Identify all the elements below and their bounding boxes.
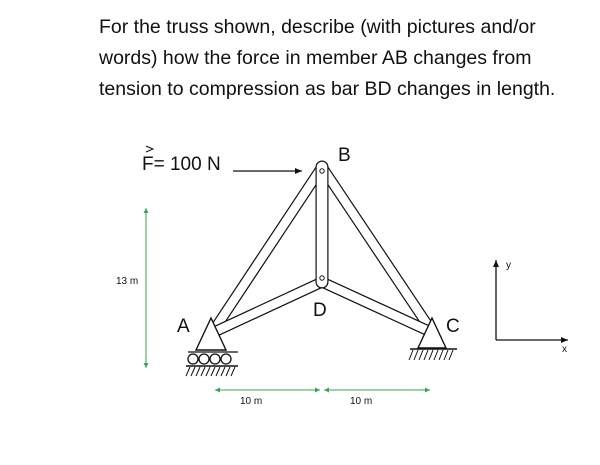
question-line-1: For the truss shown, describe (with pict… [99, 16, 536, 38]
span-left-label: 10 m [240, 396, 262, 407]
force-label: F= 100 N [142, 154, 221, 175]
roller-icon [209, 353, 221, 365]
roller-icon [220, 353, 232, 365]
member-ad [206, 276, 328, 339]
member-dc [316, 276, 439, 339]
roller-support-a [185, 316, 238, 377]
roller-icon [198, 353, 210, 365]
node-label-b: B [338, 145, 351, 166]
span-dimension: 10 m 10 m [215, 387, 430, 407]
vector-arrow-icon [145, 145, 155, 153]
height-label: 13 m [116, 276, 138, 287]
x-axis-label: x [562, 344, 567, 355]
question-line-2: words) how the force in member AB change… [99, 47, 532, 69]
member-bc [316, 161, 439, 339]
roller-icon [187, 353, 199, 365]
y-axis-label: y [506, 260, 511, 271]
node-label-a: A [177, 316, 190, 337]
question-text: For the truss shown, describe (with pict… [99, 12, 594, 105]
span-right-label: 10 m [350, 396, 372, 407]
truss-members [206, 160, 439, 339]
node-label-c: C [446, 316, 460, 337]
member-ab [206, 161, 328, 339]
height-dimension: 13 m [116, 208, 149, 368]
force-arrow: F= 100 N [142, 145, 302, 175]
pin-support-c [408, 316, 457, 361]
question-line-3: tension to compression as bar BD changes… [99, 78, 556, 100]
node-label-d: D [313, 300, 327, 321]
pin-d [319, 275, 325, 281]
pin-b [319, 168, 325, 174]
coordinate-axes: y x [493, 260, 568, 355]
